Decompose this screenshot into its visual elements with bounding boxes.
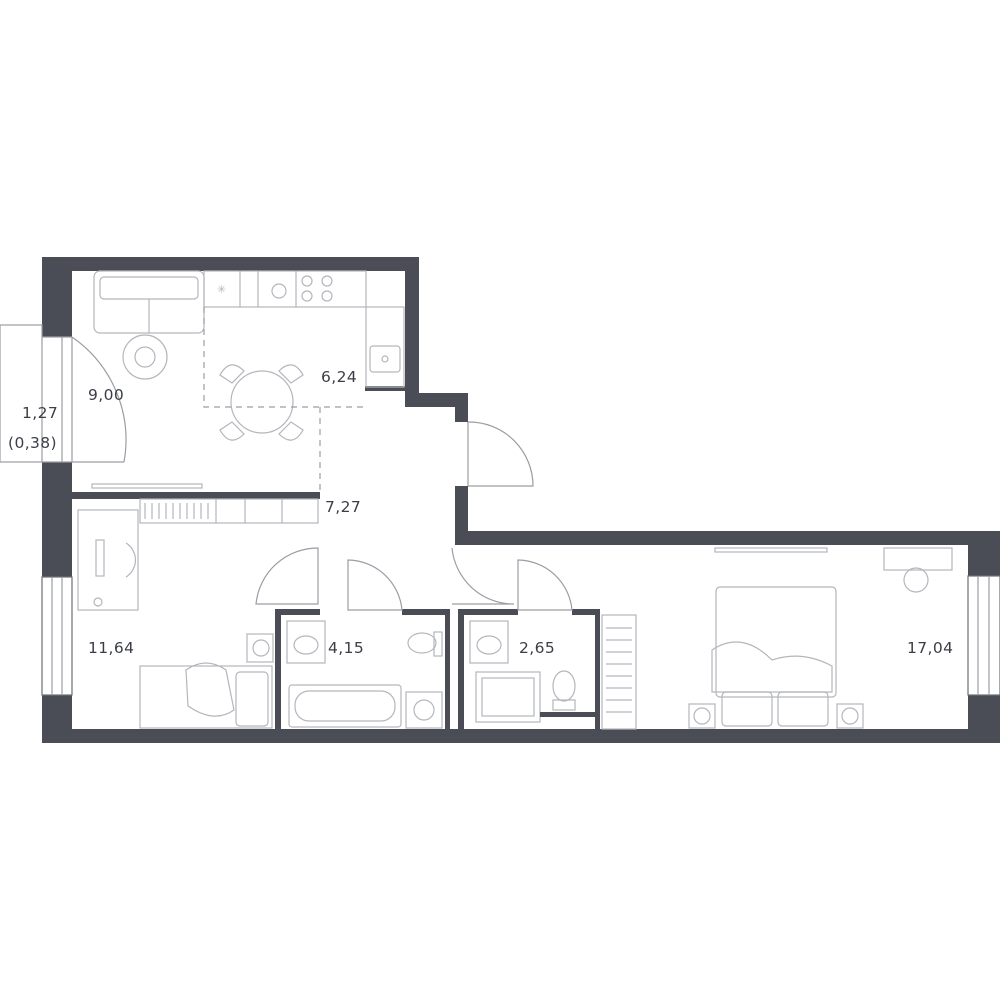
balcony-reduced-area-label: (0,38)	[8, 434, 57, 452]
left-bedroom-furniture	[77, 509, 274, 729]
wc-furniture	[469, 620, 598, 723]
svg-text:✳: ✳	[217, 283, 226, 296]
bedroom-left-area-label: 11,64	[88, 639, 134, 657]
right-bedroom-furniture	[601, 547, 953, 730]
doors	[71, 336, 573, 611]
living-area-label: 9,00	[88, 386, 124, 404]
bathroom-furniture	[286, 620, 443, 729]
windows	[0, 324, 1000, 696]
walls	[42, 257, 1000, 743]
kitchen-living-furniture: ✳	[91, 270, 405, 524]
wc-area-label: 2,65	[519, 639, 555, 657]
balcony-area-label: 1,27	[22, 404, 58, 422]
kitchen-area-label: 6,24	[321, 368, 357, 386]
hall-area-label: 7,27	[325, 498, 361, 516]
area-labels: 1,27 (0,38) 9,00 6,24 7,27 11,64 4,15 2,…	[8, 368, 953, 657]
bedroom-right-area-label: 17,04	[907, 639, 953, 657]
bathroom-area-label: 4,15	[328, 639, 364, 657]
